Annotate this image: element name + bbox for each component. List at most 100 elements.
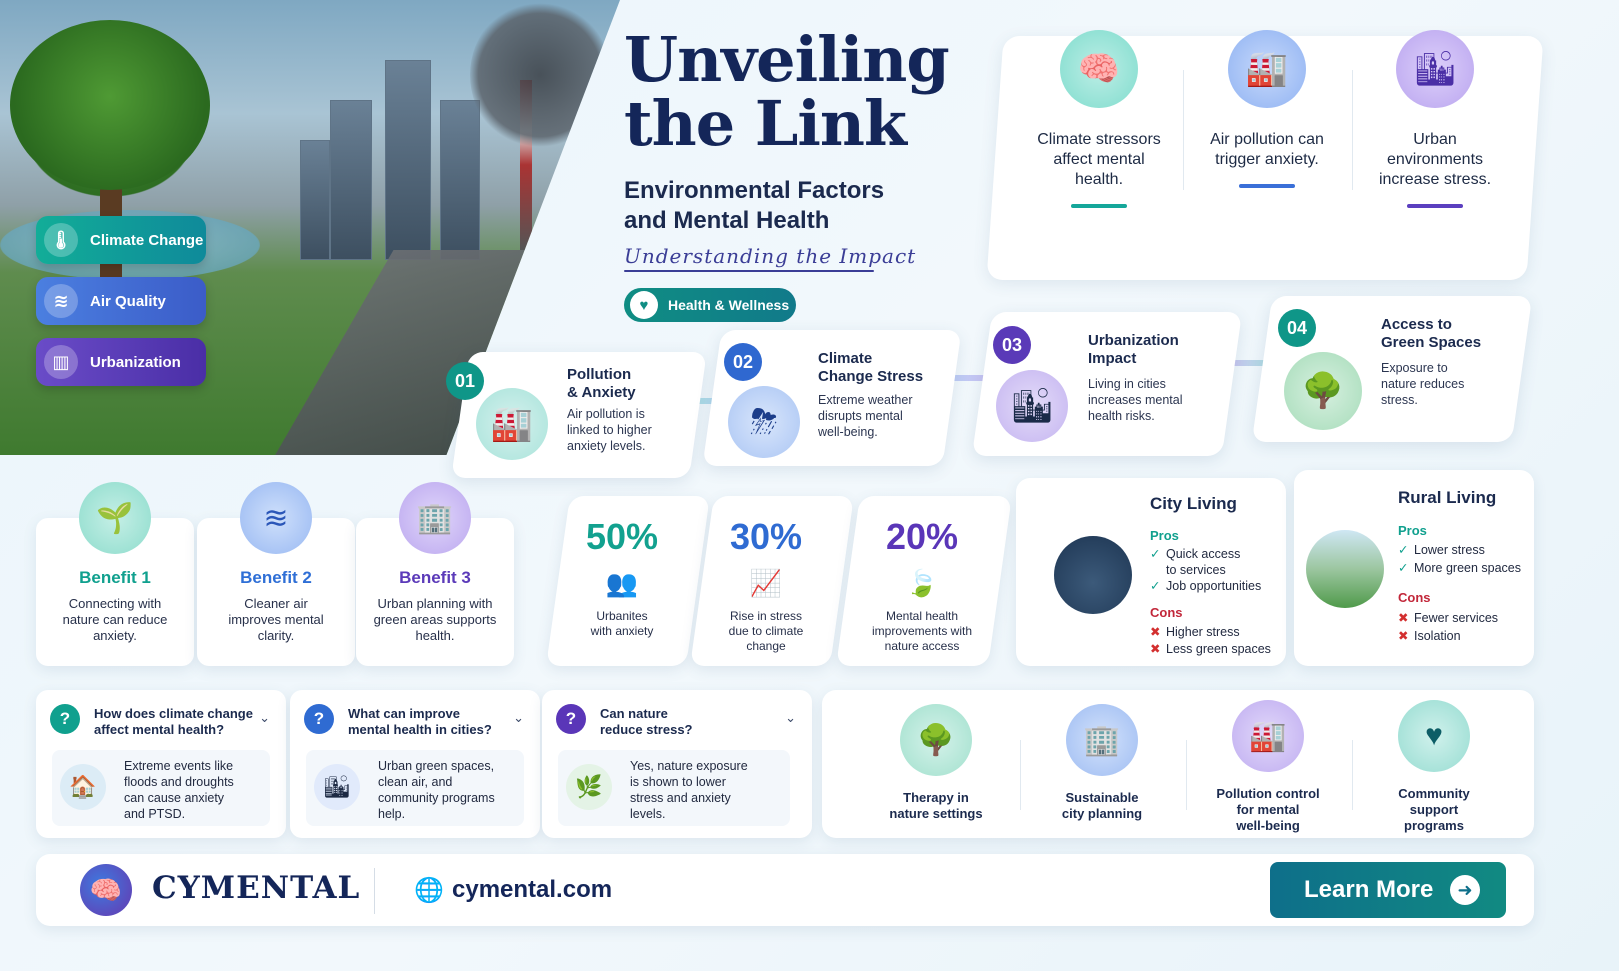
subtitle-line: Environmental Factors	[624, 177, 885, 204]
community-heart-icon: ♥	[1398, 700, 1470, 772]
factor-number: 01	[446, 362, 484, 400]
desc-line: with anxiety	[590, 624, 654, 638]
top-item-text: Urban environments increase stress.	[1350, 130, 1520, 190]
faq-card-2[interactable]: ? What can improve mental health in citi…	[290, 690, 540, 838]
text-line: Climate stressors	[1037, 131, 1161, 148]
connector	[1225, 360, 1280, 366]
benefit-card-2[interactable]: ≋ Benefit 2 Cleaner air improves mental …	[197, 482, 355, 666]
buildings-icon: ▥	[44, 345, 78, 379]
solution-pollution-control[interactable]: 🏭 Pollution control for mental well-bein…	[1188, 700, 1348, 834]
footer: 🧠 CYMENTAL 🌐 cymental.com Learn More ➜	[36, 854, 1534, 926]
benefit-desc: Connecting with nature can reduce anxiet…	[36, 596, 194, 644]
desc-line: change	[746, 639, 786, 653]
benefit-title: Benefit 1	[79, 568, 151, 587]
connector	[680, 398, 730, 404]
badge-label: Health & Wellness	[668, 297, 790, 313]
solution-therapy[interactable]: 🌳 Therapy in nature settings	[856, 704, 1016, 822]
website-link[interactable]: cymental.com	[452, 876, 613, 903]
top-item-climate: 🧠 Climate stressors affect mental health…	[1014, 30, 1184, 208]
health-wellness-badge[interactable]: ♥ Health & Wellness	[624, 288, 796, 322]
divider	[1352, 740, 1353, 810]
city-icon: 🏙	[1396, 30, 1474, 108]
tag-climate-change[interactable]: 🌡 Climate Change	[36, 216, 206, 264]
benefit-card-1[interactable]: 🌱 Benefit 1 Connecting with nature can r…	[36, 482, 194, 666]
stat-desc: Rise in stress due to climate change	[696, 609, 836, 654]
learn-more-button[interactable]: Learn More ➜	[1270, 862, 1506, 918]
desc-line: improves mental	[228, 612, 324, 627]
text-line: increase stress.	[1378, 171, 1492, 188]
factor-desc: Air pollution is linked to higher anxiet…	[567, 406, 652, 454]
title-line: Urbanization	[1088, 332, 1179, 349]
desc-line: clarity.	[257, 628, 295, 643]
chevron-down-icon[interactable]: ⌄	[513, 710, 524, 725]
solution-city-planning[interactable]: 🏢 Sustainable city planning	[1022, 704, 1182, 822]
stat-card-3: 20% 🍃 Mental health improvements with na…	[846, 496, 998, 666]
title-line: Change Stress	[818, 368, 924, 385]
wind-icon: ≋	[240, 482, 312, 554]
desc-line: increases mental	[1088, 393, 1183, 407]
person-leaf-icon: 🌱	[79, 482, 151, 554]
accent-bar	[1071, 204, 1127, 208]
stat-desc: Mental health improvements with nature a…	[846, 609, 998, 654]
desc-line: Cleaner air	[244, 596, 308, 611]
title-line: the Link	[624, 87, 907, 160]
tag-label: Air Quality	[90, 292, 166, 310]
con-item: ✖Fewer services	[1398, 611, 1499, 625]
faq-question: What can improve mental health in cities…	[348, 706, 492, 737]
desc-line: nature access	[884, 639, 960, 653]
title-line: & Anxiety	[567, 384, 636, 401]
skyscraper	[440, 100, 480, 260]
desc-line: disrupts mental	[818, 409, 903, 423]
x-icon: ✖	[1398, 629, 1409, 643]
heart-pulse-icon: ♥	[630, 291, 658, 319]
factor-title: Pollution & Anxiety	[567, 366, 636, 402]
title-line: Access to	[1381, 316, 1452, 333]
park-bench-icon: 🌳	[1284, 352, 1362, 430]
trend-up-icon: 📈	[749, 568, 783, 598]
factor-title: Access to Green Spaces	[1381, 316, 1481, 352]
tag-air-quality[interactable]: ≋ Air Quality	[36, 277, 206, 325]
people-icon: 👥	[605, 568, 639, 598]
cons-label: Cons	[1398, 590, 1431, 605]
factor-desc: Exposure to nature reduces stress.	[1381, 360, 1464, 408]
desc-line: Living in cities	[1088, 377, 1166, 391]
rural-illustration	[1306, 530, 1384, 608]
sprout-icon: 🌿	[566, 764, 612, 810]
chevron-down-icon[interactable]: ⌄	[785, 710, 796, 725]
faq-card-3[interactable]: ? Can nature reduce stress? ⌄ 🌿 Yes, nat…	[542, 690, 812, 838]
faq-answer: 🌿 Yes, nature exposure is shown to lower…	[558, 750, 790, 826]
tag-urbanization[interactable]: ▥ Urbanization	[36, 338, 206, 386]
text-line: Air pollution can	[1210, 131, 1324, 148]
con-item: ✖Less green spaces	[1150, 642, 1271, 656]
desc-line: Mental health	[885, 609, 959, 623]
solution-community[interactable]: ♥ Community support programs	[1354, 700, 1514, 834]
factor-number: 03	[993, 326, 1031, 364]
faq-card-1[interactable]: ? How does climate change affect mental …	[36, 690, 286, 838]
question-icon: ?	[304, 704, 334, 734]
benefit-title: Benefit 3	[399, 568, 471, 587]
pro-item-cont: to services	[1166, 563, 1226, 577]
factor-desc: Extreme weather disrupts mental well-bei…	[818, 392, 912, 440]
desc-line: Exposure to	[1381, 361, 1448, 375]
title-line: Climate	[818, 350, 873, 367]
brain-icon: 🧠	[1060, 30, 1138, 108]
script-tagline: Understanding the Impact	[624, 244, 917, 268]
benefit-card-3[interactable]: 🏢 Benefit 3 Urban planning with green ar…	[356, 482, 514, 666]
desc-line: Urbanites	[596, 609, 648, 623]
subtitle-line: and Mental Health	[624, 207, 830, 234]
con-item: ✖Isolation	[1398, 629, 1461, 643]
skyscraper	[300, 140, 330, 260]
top-item-urban: 🏙 Urban environments increase stress.	[1350, 30, 1520, 208]
top-item-text: Climate stressors affect mental health.	[1014, 130, 1184, 190]
city-title: City Living	[1150, 494, 1237, 513]
page-subtitle: Environmental Factors and Mental Health	[624, 176, 884, 236]
park-bench-icon: 🌳	[900, 704, 972, 776]
cons-label: Cons	[1150, 605, 1183, 620]
underline	[624, 270, 874, 272]
chevron-down-icon[interactable]: ⌄	[259, 710, 270, 725]
factory-icon: 🏭	[1228, 30, 1306, 108]
city-illustration	[1054, 536, 1132, 614]
x-icon: ✖	[1150, 625, 1161, 639]
pro-item: ✓Lower stress	[1398, 543, 1485, 557]
eco-building-icon: 🏢	[1066, 704, 1138, 776]
